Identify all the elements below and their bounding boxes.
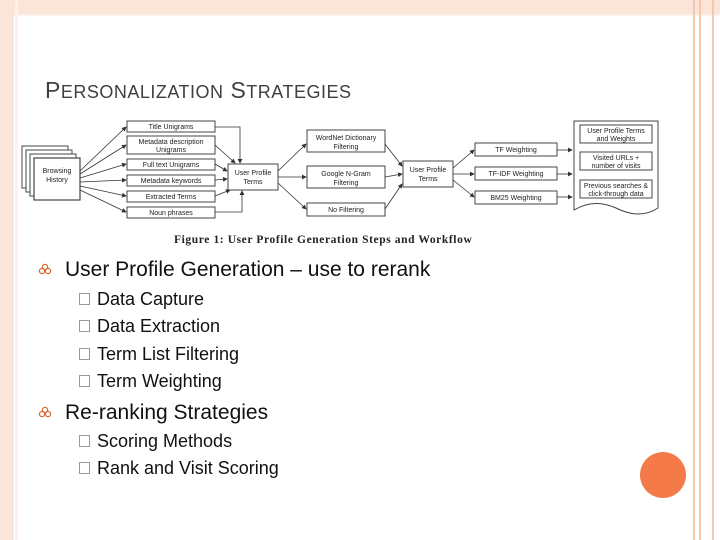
extraction-boxes: Title Unigrams Metadata description Unig… (126, 120, 216, 219)
workflow-figure: Browsing History Title Unigrams Metadata… (20, 116, 670, 251)
sub-bullet: Term List Filtering (79, 344, 240, 365)
full-text-unigrams-label: Full text Unigrams (143, 162, 200, 169)
noun-phrases-label: Noun phrases (149, 210, 193, 217)
box-bullet-icon (79, 462, 90, 474)
previous-searches-label: click-through data (588, 191, 643, 198)
user-profile-terms-label: Terms (243, 179, 263, 186)
google-ngram-filtering-label: Filtering (334, 180, 359, 187)
flower-bullet-icon (38, 263, 52, 275)
metadata-description-label: Unigrams (156, 147, 186, 154)
browsing-history-label: History (46, 177, 68, 184)
bullet-text: User Profile Generation – use to rerank (65, 258, 431, 281)
figure-caption: Figure 1: User Profile Generation Steps … (174, 234, 473, 246)
box-bullet-icon (79, 320, 90, 332)
profile-weights-label: and Weights (597, 136, 636, 143)
flower-bullet-icon (38, 406, 52, 418)
bullet-user-profile-generation: User Profile Generation – use to rerank (38, 258, 431, 282)
sub-bullet-text: Data Extraction (97, 316, 221, 336)
previous-searches-label: Previous searches & (584, 183, 649, 190)
top-border-line (0, 14, 720, 16)
slide-title: PERSONALIZATION STRATEGIES (45, 77, 352, 103)
box-bullet-icon (79, 348, 90, 360)
box-bullet-icon (79, 293, 90, 305)
user-profile-terms-label: User Profile (235, 170, 272, 177)
sub-bullet-text: Term Weighting (97, 371, 222, 391)
visited-urls-label: number of visits (591, 163, 641, 170)
sub-bullet: Term Weighting (79, 371, 222, 392)
metadata-description-label: Metadata description (139, 139, 204, 146)
sub-bullet: Data Capture (79, 289, 205, 310)
sub-bullet-text: Scoring Methods (97, 431, 233, 451)
google-ngram-filtering-label: Google N-Gram (321, 171, 371, 178)
sub-bullet: Data Extraction (79, 316, 221, 337)
left-border (0, 0, 14, 540)
bullet-text: Re-ranking Strategies (65, 401, 269, 424)
decorative-circle (640, 452, 686, 498)
profile-weights-label: User Profile Terms (587, 128, 645, 135)
browsing-history-label: Browsing (43, 168, 72, 175)
right-border-line (693, 0, 695, 540)
browsing-history-stack: Browsing History (21, 145, 81, 201)
title-unigrams-label: Title Unigrams (149, 124, 194, 131)
sub-bullet-text: Data Capture (97, 289, 205, 309)
bm25-weighting-label: BM25 Weighting (490, 195, 541, 202)
user-profile-terms-label: Terms (418, 176, 438, 183)
visited-urls-label: Visited URLs + (593, 155, 639, 162)
box-bullet-icon (79, 435, 90, 447)
user-profile-terms-label: User Profile (410, 167, 447, 174)
sub-bullet: Rank and Visit Scoring (79, 458, 279, 479)
sub-bullet-text: Rank and Visit Scoring (97, 458, 279, 478)
right-border-line (699, 0, 701, 540)
tf-weighting-label: TF Weighting (495, 147, 537, 154)
right-border-line (712, 0, 714, 540)
bullet-reranking-strategies: Re-ranking Strategies (38, 401, 269, 425)
output-document: User Profile Terms and Weights Visited U… (573, 120, 659, 215)
box-bullet-icon (79, 375, 90, 387)
left-border-inner (15, 0, 18, 540)
extracted-terms-label: Extracted Terms (146, 194, 197, 201)
no-filtering-label: No Filtering (328, 207, 364, 214)
wordnet-filtering-label: Filtering (334, 144, 359, 151)
tfidf-weighting-label: TF-IDF Weighting (488, 171, 543, 178)
metadata-keywords-label: Metadata keywords (141, 178, 202, 185)
top-border (0, 0, 720, 14)
history-arrows (79, 126, 127, 213)
wordnet-filtering-label: WordNet Dictionary (316, 135, 377, 142)
sub-bullet-text: Term List Filtering (97, 344, 240, 364)
sub-bullet: Scoring Methods (79, 431, 233, 452)
